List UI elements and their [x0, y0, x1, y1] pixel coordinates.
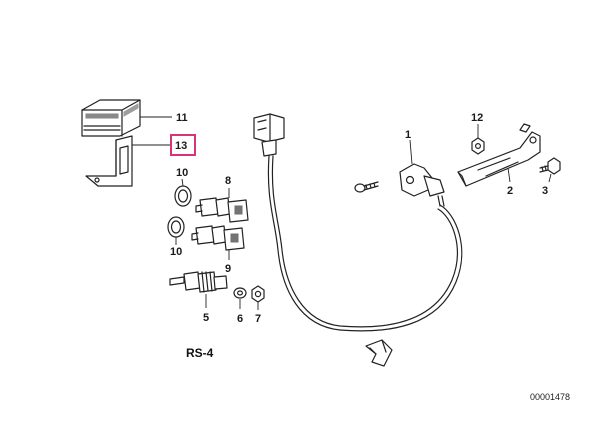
- part-7-nut[interactable]: 7: [251, 285, 265, 325]
- callout-10-upper: 10: [176, 167, 188, 179]
- callout-8: 8: [225, 175, 231, 187]
- callout-9: 9: [225, 263, 231, 275]
- mounting-screw[interactable]: [354, 181, 379, 193]
- diagram-reference-label: RS-4: [186, 346, 214, 360]
- callout-12: 12: [471, 112, 483, 124]
- part-10-sealing-ring-lower[interactable]: [167, 216, 185, 238]
- callout-2: 2: [507, 185, 513, 197]
- callout-13: 13: [175, 140, 187, 152]
- part-1-position-sensor[interactable]: 1: [399, 129, 445, 207]
- part-11-control-module[interactable]: 11: [81, 99, 188, 137]
- part-6-washer[interactable]: 6: [233, 287, 247, 325]
- part-8-temperature-sensor[interactable]: 8: [195, 175, 249, 223]
- part-12-nut[interactable]: 12: [471, 112, 485, 155]
- callout-7: 7: [255, 313, 261, 325]
- part-2-sensor-bracket[interactable]: 2: [457, 123, 541, 197]
- sensor-cable[interactable]: [253, 113, 463, 332]
- part-3-bolt[interactable]: 3: [539, 157, 561, 197]
- callout-1: 1: [405, 129, 411, 141]
- cable-clip[interactable]: [365, 339, 393, 367]
- part-13-bracket[interactable]: 13: [85, 134, 196, 187]
- part-5-sensor-probe[interactable]: 5: [169, 271, 228, 324]
- callout-10-lower: 10: [170, 246, 182, 258]
- highlight-box-13: [170, 134, 196, 156]
- callout-5: 5: [203, 312, 209, 324]
- callout-6: 6: [237, 313, 243, 325]
- callout-3: 3: [542, 185, 548, 197]
- image-code-label: 00001478: [530, 392, 570, 402]
- part-9-temperature-sensor[interactable]: 9: [191, 225, 245, 275]
- part-10-sealing-ring-upper[interactable]: [174, 185, 192, 207]
- callout-11: 11: [176, 112, 188, 124]
